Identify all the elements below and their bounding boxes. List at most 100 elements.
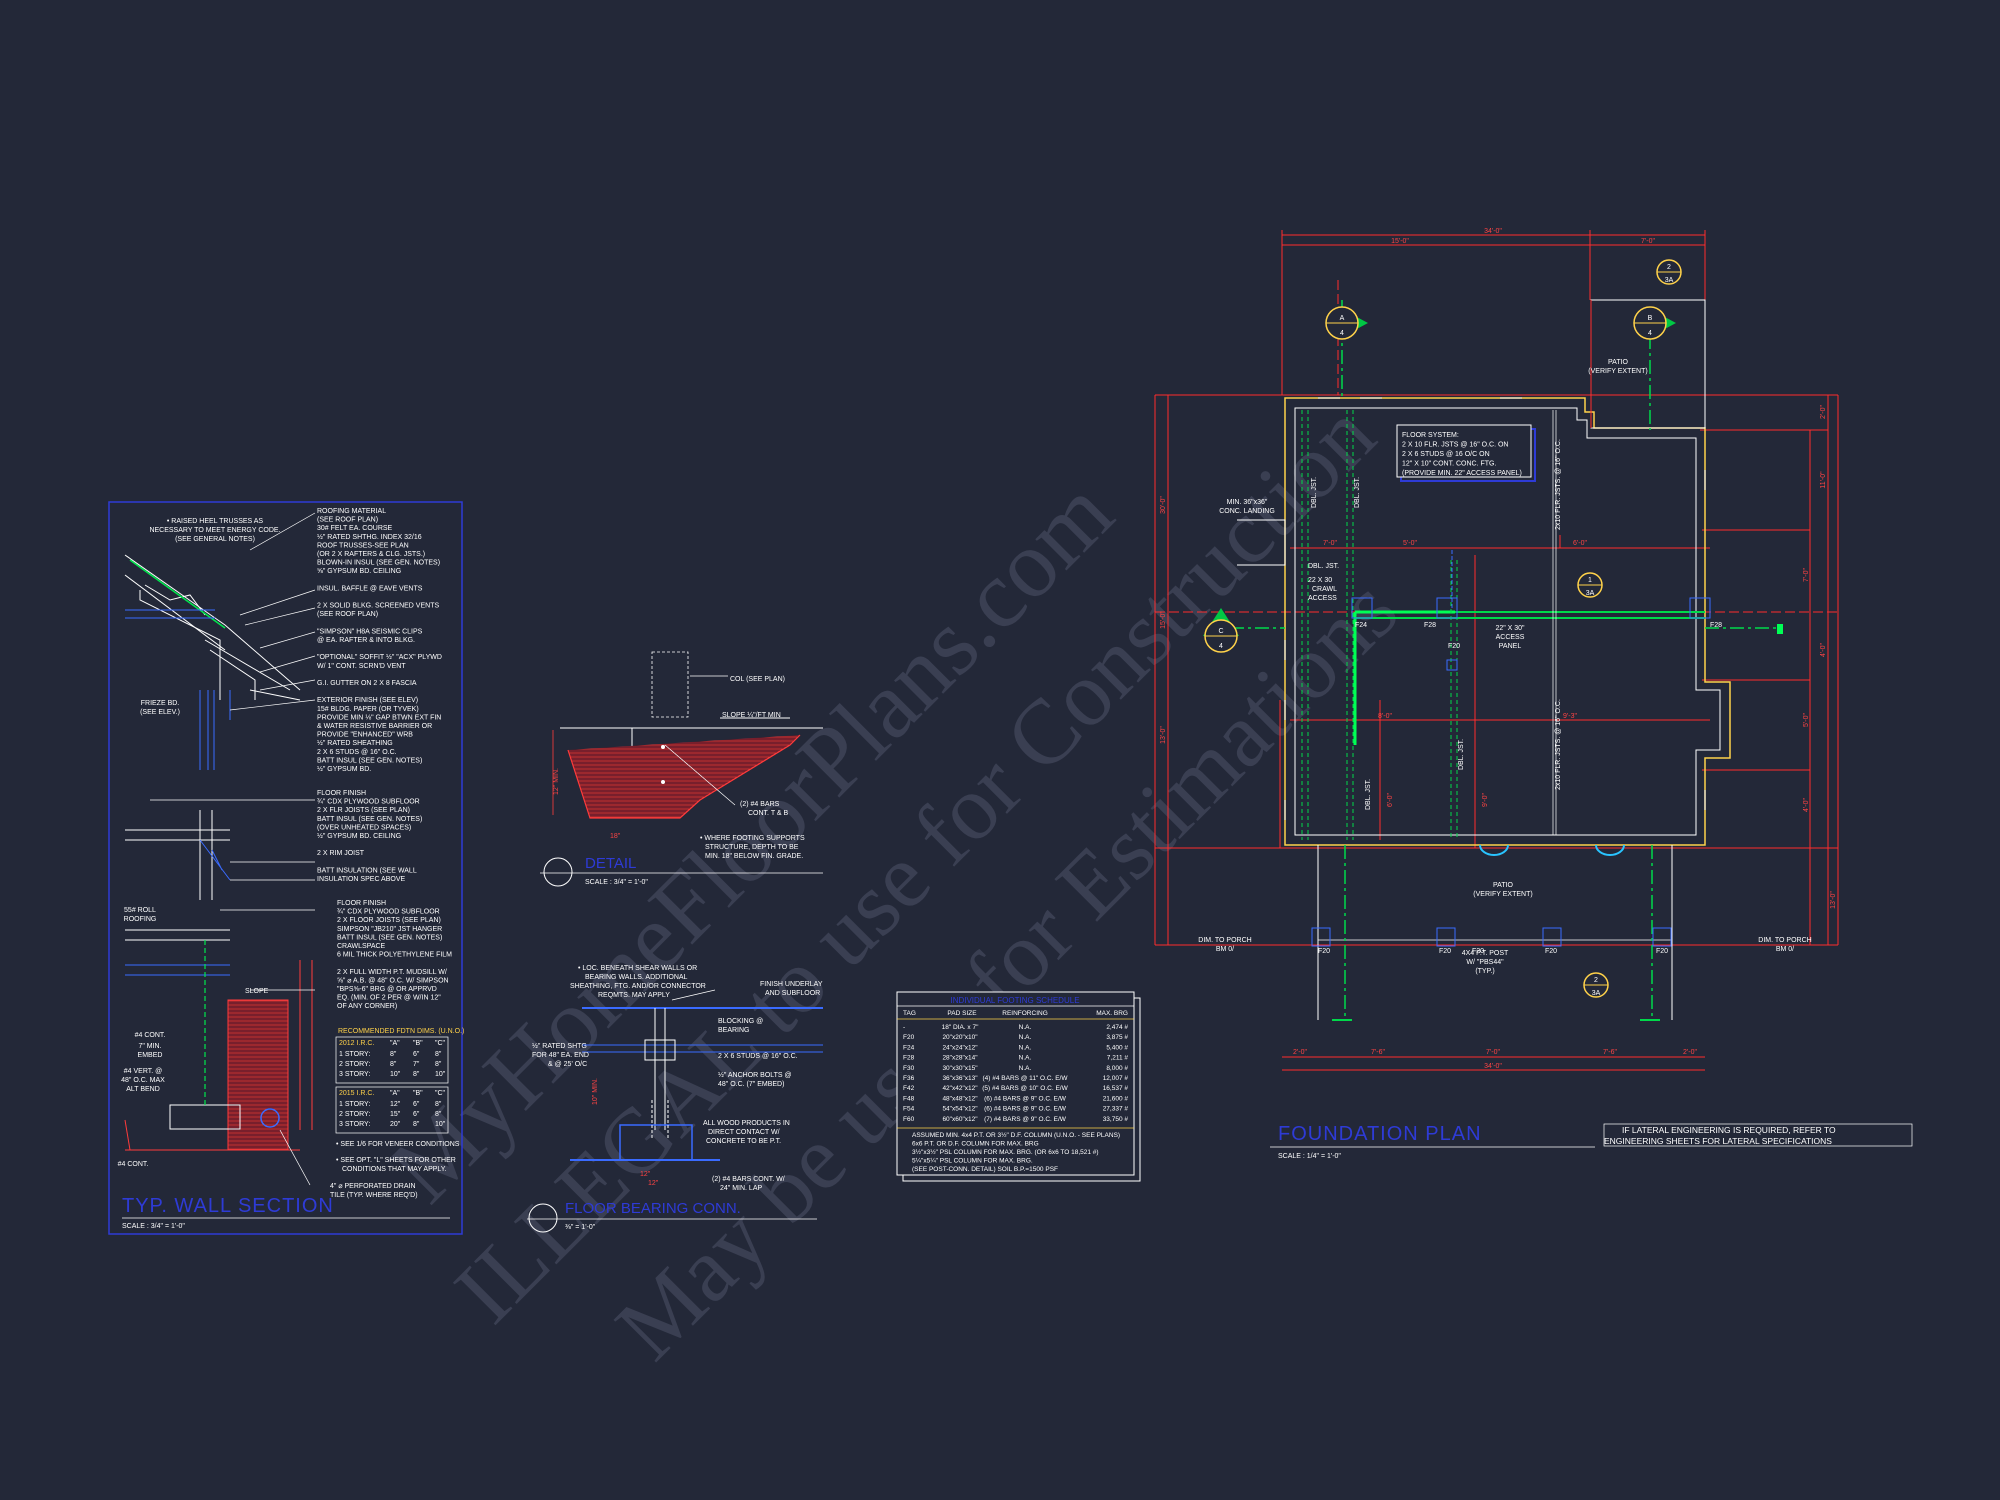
- vert-note-6: ALT BEND: [126, 1086, 160, 1093]
- right-dim-0: 2'-0": [1820, 405, 1827, 419]
- irc-cell-1-0: 2 STORY:: [339, 1061, 370, 1068]
- irc-header-0: 2012 I.R.C.: [339, 1040, 374, 1047]
- vert-note-3: EMBED: [138, 1052, 163, 1059]
- schedule-header-3: MAX. BRG: [1096, 1010, 1128, 1017]
- recommend-title: RECOMMENDED FDTN DIMS. (U.N.O.): [338, 1028, 464, 1035]
- detail-slope: SLOPE ¼"/FT MIN: [722, 712, 781, 719]
- floor-note-1: ¾" CDX PLYWOOD SUBFLOOR: [317, 799, 420, 806]
- floor-note-9: BATT INSULATION (SEE WALL: [317, 867, 417, 874]
- right-dim-1: 11'-0": [1820, 471, 1827, 489]
- roof-note-4: ROOF TRUSSES-SEE PLAN: [317, 542, 409, 549]
- crawl-2: 22 X 30: [1308, 577, 1332, 584]
- interior-dim-6: 9'-0": [1482, 793, 1489, 807]
- irc-cell-1-2: 6": [413, 1111, 420, 1118]
- schedule-cell-4-0: F30: [903, 1065, 915, 1072]
- schedule-title: INDIVIDUAL FOOTING SCHEDULE: [950, 996, 1079, 1005]
- schedule-footnote-3: 5¼"x5¼" PSL COLUMN FOR MAX. BRG.: [912, 1158, 1033, 1165]
- irc-cell-2-0: 3 STORY:: [339, 1121, 370, 1128]
- landing-1: MIN. 36"x36": [1227, 499, 1268, 506]
- fb-note-1: • LOC. BENEATH SHEAR WALLS OR: [578, 965, 697, 972]
- roof-note-28: 2 X 6 STUDS @ 16" O.C.: [317, 749, 397, 756]
- schedule-cell-0-1: 18" DIA. x 7": [942, 1024, 979, 1031]
- irc-cell-2-0: 3 STORY:: [339, 1071, 370, 1078]
- interior-dim-4: 9'-3": [1563, 713, 1577, 720]
- section-marker-a: A4: [1325, 306, 1368, 340]
- irc-2012-table: 2012 I.R.C."A""B""C"1 STORY:8"6"8"2 STOR…: [339, 1040, 446, 1078]
- schedule-footnote-4: (SEE POST-CONN. DETAIL) SOIL B.P.=1500 P…: [912, 1166, 1058, 1173]
- schedule-cell-5-1: 36"x36"x13": [942, 1075, 978, 1082]
- schedule-cell-6-2: (5) #4 BARS @ 10" O.C. E/W: [982, 1085, 1068, 1092]
- patio-bottom-1: PATIO: [1493, 882, 1514, 889]
- left-dim-2: 13'-0": [1160, 726, 1167, 744]
- marker-top-5: 2: [1594, 977, 1598, 984]
- joist-label-2: 2x10 FLR. JSTS. @ 16" O.C.: [1555, 699, 1562, 790]
- left-dim-1: 15'-0": [1160, 611, 1167, 629]
- irc-cell-2-2: 8": [413, 1121, 420, 1128]
- floor-system-line-1: 2 X 10 FLR. JSTS @ 16" O.C. ON: [1402, 442, 1508, 449]
- crawl-3: CRAWL: [1312, 586, 1337, 593]
- porch-left-1: DIM. TO PORCH: [1198, 937, 1251, 944]
- crawl-note-2: 2 X FLOOR JOISTS (SEE PLAN): [337, 917, 441, 924]
- irc-cell-2-3: 10": [435, 1121, 446, 1128]
- schedule-cell-8-1: 54"x54"x12": [942, 1106, 978, 1113]
- schedule-cell-6-3: 16,537 #: [1103, 1085, 1129, 1092]
- fb-anchor-2: 48" O.C. (7" EMBED): [718, 1081, 784, 1088]
- detail-footing-3: MIN. 18" BELOW FIN. GRADE.: [705, 853, 803, 860]
- irc-cell-1-3: 8": [435, 1061, 442, 1068]
- schedule-footnote-1: 6x6 P.T. OR D.F. COLUMN FOR MAX. BRG: [912, 1141, 1039, 1148]
- floor-system-line-2: 2 X 6 STUDS @ 16 O/C ON: [1402, 451, 1490, 458]
- schedule-cell-1-0: F20: [903, 1034, 915, 1041]
- irc-cell-0-1: 8": [390, 1051, 397, 1058]
- detail-title: DETAIL: [585, 855, 636, 872]
- detail-footing-2: STRUCTURE, DEPTH TO BE: [705, 844, 799, 851]
- roof-note-5: (OR 2 X RAFTERS & CLG. JSTS.): [317, 551, 425, 558]
- floor-note-2: 2 X FLR JOISTS (SEE PLAN): [317, 807, 410, 814]
- irc-cell-1-2: 7": [413, 1061, 420, 1068]
- section-marker-1: 13A: [1577, 572, 1603, 598]
- fb-wood-2: DIRECT CONTACT W/: [708, 1129, 780, 1136]
- fb-finish-2: AND SUBFLOOR: [765, 990, 820, 997]
- crawl-note-9: ⅝" ⌀ A.B. @ 48" O.C. W/ SIMPSON: [337, 977, 449, 984]
- irc-cell-0-2: 6": [413, 1101, 420, 1108]
- schedule-cell-8-3: 27,337 #: [1103, 1106, 1129, 1113]
- porch-right-1: DIM. TO PORCH: [1758, 937, 1811, 944]
- roll-roofing-2: ROOFING: [124, 916, 157, 923]
- footing-tag-7: F20: [1656, 948, 1668, 955]
- top-dim-1: 15'-0": [1391, 238, 1409, 245]
- after-table-note-3: • SEE OPT. "L" SHEETS FOR OTHER: [336, 1157, 456, 1164]
- right-dim-2: 7'-0": [1803, 568, 1810, 582]
- fb-finish-1: FINISH UNDERLAY: [760, 981, 823, 988]
- roll-roofing-1: 55# ROLL: [124, 907, 156, 914]
- fb-anchor-1: ½" ANCHOR BOLTS @: [718, 1071, 792, 1079]
- irc-cell-0-1: 12": [390, 1101, 401, 1108]
- footing-tag-8: F20: [1472, 948, 1484, 955]
- irc-cell-0-0: 1 STORY:: [339, 1051, 370, 1058]
- lateral-note-1: IF LATERAL ENGINEERING IS REQUIRED, REFE…: [1622, 1125, 1836, 1135]
- interior-dim-3: 8'-0": [1378, 713, 1392, 720]
- roof-note-18: W/ 1" CONT. SCRN'D VENT: [317, 663, 406, 670]
- schedule-cell-4-2: N.A.: [1019, 1065, 1032, 1072]
- floor-system-line-0: FLOOR SYSTEM:: [1402, 432, 1459, 439]
- footing-tag-4: F20: [1318, 948, 1330, 955]
- floor-bearing-title: FLOOR BEARING CONN.: [565, 1200, 741, 1217]
- bottom-dim-5: 34'-0": [1484, 1063, 1502, 1070]
- footing-tag-6: F20: [1545, 948, 1557, 955]
- floor-note-4: (OVER UNHEATED SPACES): [317, 824, 411, 831]
- fb-wood-3: CONCRETE TO BE P.T.: [706, 1138, 781, 1145]
- bottom-cont-note: #4 CONT.: [118, 1161, 149, 1168]
- roof-note-3: ½" RATED SHTHG. INDEX 32/16: [317, 533, 422, 541]
- schedule-cell-7-0: F48: [903, 1095, 915, 1102]
- access-3: PANEL: [1499, 643, 1522, 650]
- detail-dim-1: 12" MIN.: [553, 768, 560, 795]
- schedule-footnotes: ASSUMED MIN. 4x4 P.T. OR 3½" D.F. COLUMN…: [912, 1131, 1120, 1173]
- roof-note-15: @ EA. RAFTER & INTO BLKG.: [317, 637, 415, 644]
- fb-shtg-3: & @ 25' O/C: [548, 1061, 587, 1068]
- roof-note-24: PROVIDE MIN ⅛" GAP BTWN EXT FIN: [317, 714, 441, 721]
- frieze-note-2: (SEE ELEV.): [140, 709, 180, 716]
- wall-section-title: TYP. WALL SECTION: [122, 1195, 334, 1217]
- marker-top-1: B: [1648, 315, 1653, 322]
- drain-note-2: TILE (TYP. WHERE REQ'D): [330, 1192, 418, 1199]
- roof-note-17: "OPTIONAL" SOFFIT ½" "ACX" PLYWD: [317, 653, 442, 661]
